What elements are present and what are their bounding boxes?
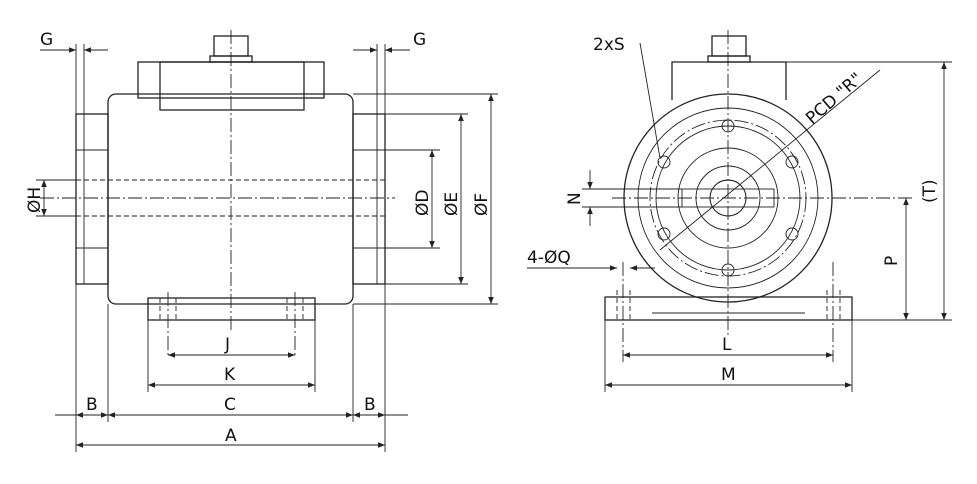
label-m: M (721, 365, 736, 385)
label-4q: 4-ØQ (527, 248, 571, 268)
label-t: (T) (920, 179, 940, 203)
label-a: A (225, 426, 237, 446)
label-dia-d: ØD (413, 190, 433, 216)
label-dia-f: ØF (472, 193, 492, 216)
label-k: K (224, 365, 236, 385)
label-dia-e: ØE (442, 192, 462, 216)
label-b-left: B (86, 395, 98, 415)
side-view: G G ØH ØD ØE ØF J K B C B A (25, 30, 498, 452)
label-dia-h: ØH (25, 187, 45, 213)
label-2xs: 2xS (593, 35, 625, 55)
label-b-right: B (364, 395, 376, 415)
label-pcd: PCD "R" (802, 69, 867, 129)
label-l: L (722, 335, 732, 355)
label-j: J (224, 335, 230, 355)
label-c: C (224, 395, 236, 415)
label-g-left: G (40, 30, 53, 50)
label-g-right: G (413, 30, 426, 50)
label-p: P (882, 256, 902, 266)
label-n: N (565, 192, 585, 205)
front-view: 2xS PCD "R" N (T) 4-ØQ P L M (527, 30, 952, 392)
